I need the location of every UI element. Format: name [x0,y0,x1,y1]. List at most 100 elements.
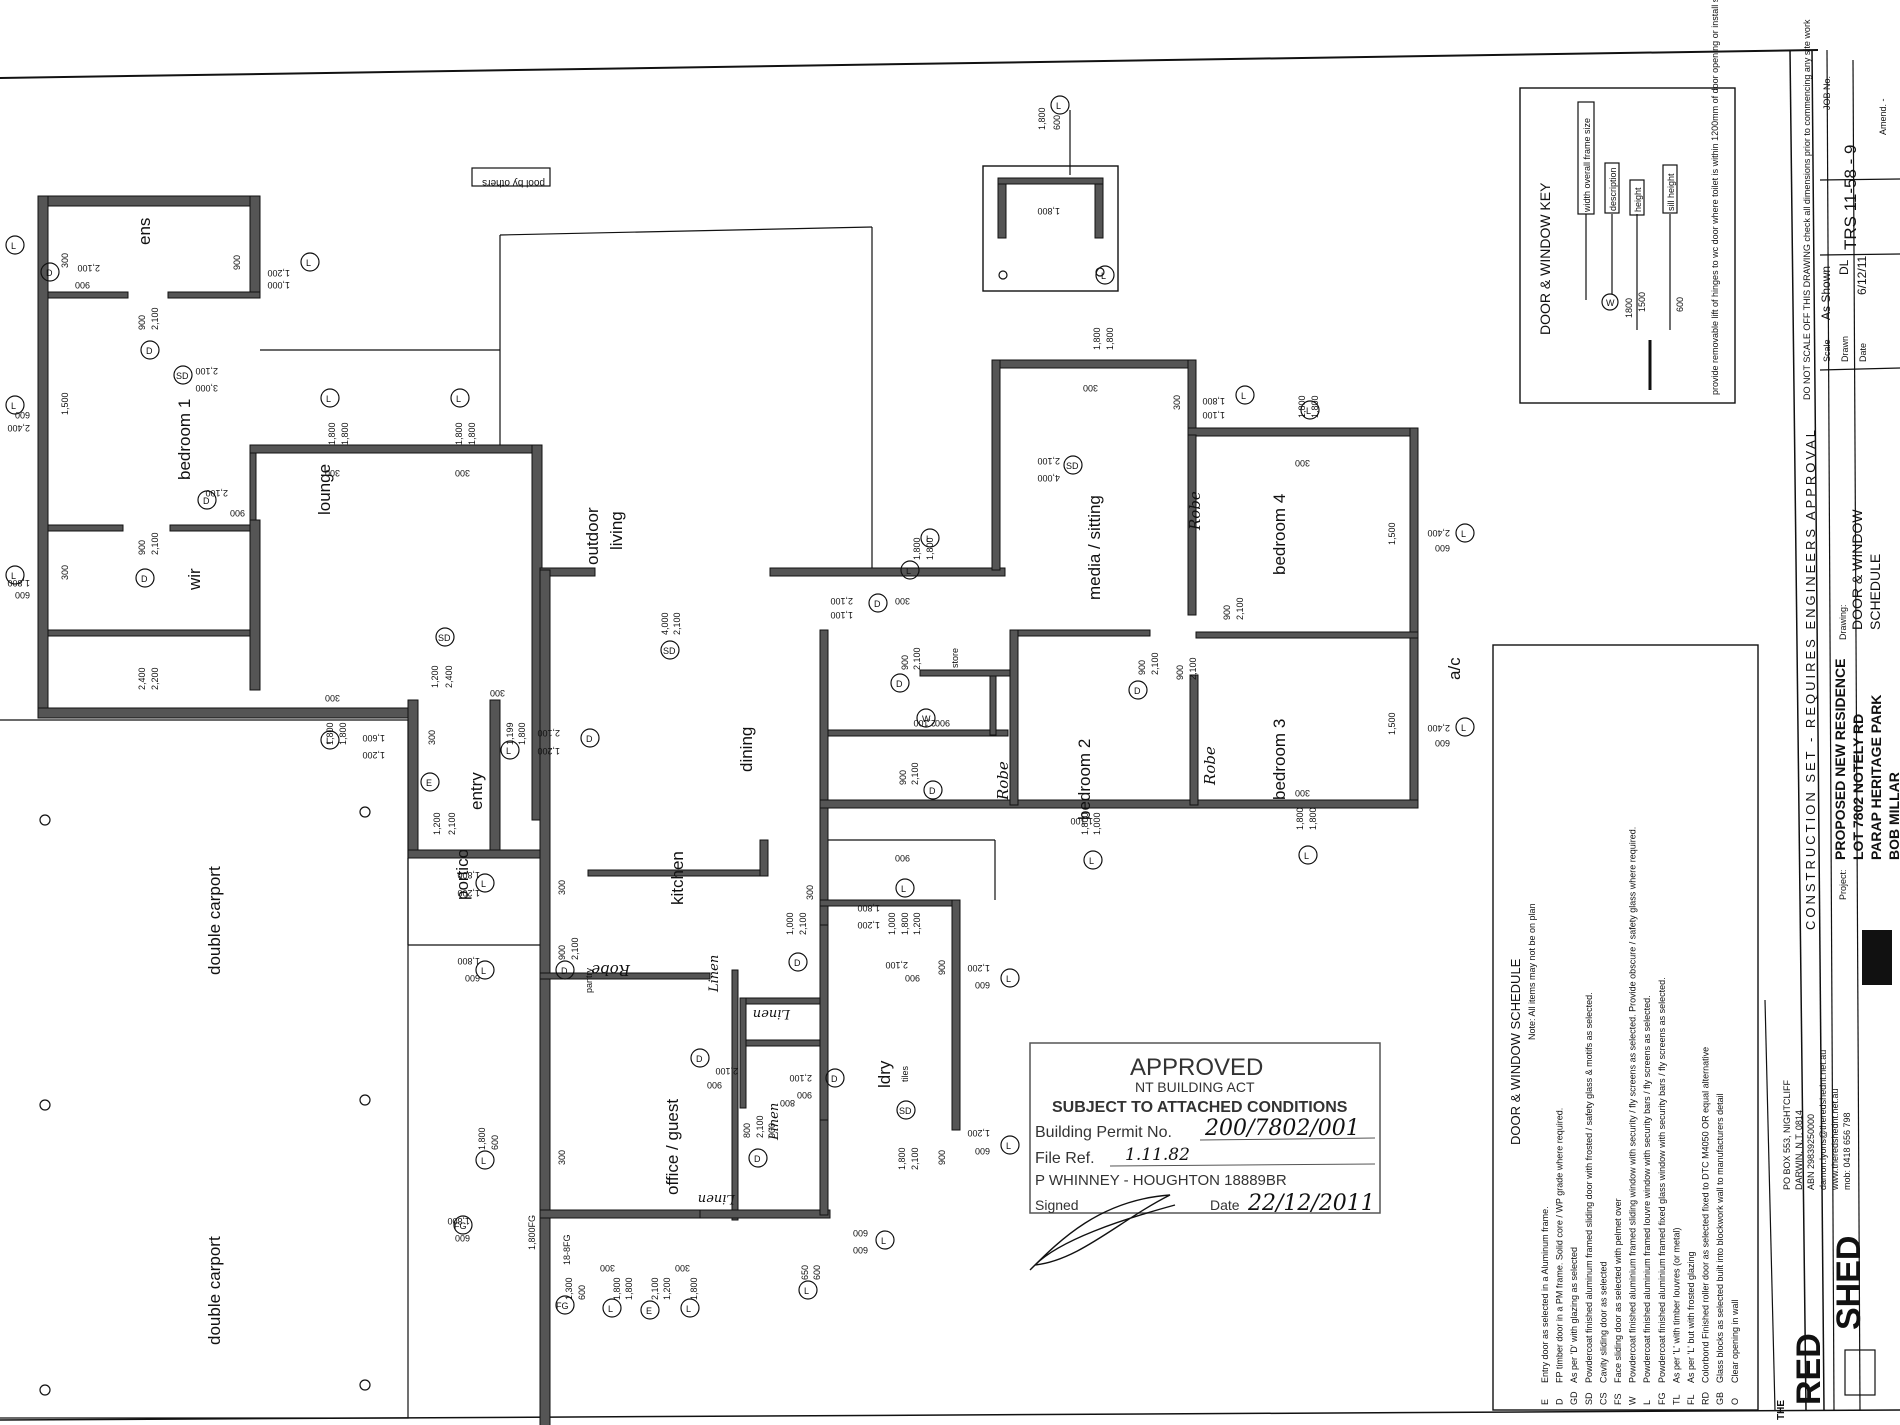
svg-text:600: 600 [975,1146,990,1156]
room-wir: wir [185,568,204,591]
svg-text:1,500: 1,500 [1387,712,1397,735]
door-window-key: DOOR & WINDOW KEY width overall frame si… [1519,0,1736,404]
tag-d-11: D [868,593,888,613]
svg-text:D: D [46,268,53,278]
svg-text:1,000: 1,000 [887,912,897,935]
svg-text:L: L [1101,271,1106,281]
tag-l-12: L [680,1298,700,1318]
room-outdoor: outdoor [583,507,602,565]
svg-text:L: L [11,241,16,251]
svg-text:600: 600 [853,1228,868,1238]
svg-text:300: 300 [325,693,340,703]
svg-text:L: L [686,1304,691,1314]
room-bedroom-4: bedroom 4 [1270,494,1289,575]
svg-text:3,000: 3,000 [195,383,218,393]
schedule-code-fl: FL [1686,1394,1696,1405]
tag-l-5: L [500,740,520,760]
tag-l-26: L [5,565,25,585]
svg-text:1,800: 1,800 [912,537,922,560]
room-bedroom-3: bedroom 3 [1270,719,1289,800]
tag-l-4: L [320,730,340,750]
room-media-sitting: media / sitting [1085,495,1104,600]
svg-text:SD: SD [1066,461,1079,471]
svg-text:SD: SD [899,1106,912,1116]
svg-text:2,400: 2,400 [1427,723,1450,733]
svg-text:2,100: 2,100 [672,612,682,635]
project-label: Project: [1838,869,1848,900]
tag-fg-1: FG [453,1215,473,1235]
schedule-text-tl: As per 'L' with timber louvres (or metal… [1671,1228,1681,1383]
svg-text:1,200: 1,200 [857,920,880,930]
svg-text:650: 650 [800,1265,810,1280]
tag-l-10: L [475,1150,495,1170]
handwritten-notes: Robe Robe Robe Robe Linen Linen Linen Li… [591,491,1219,1206]
svg-text:D: D [586,734,593,744]
svg-text:1,800: 1,800 [624,1277,634,1300]
svg-text:L: L [1006,1141,1011,1151]
opening-tags: L D D SD L L D D SD SD L E L D L L D D D… [5,95,1475,1320]
svg-text:2,100: 2,100 [1037,456,1060,466]
svg-text:1,800: 1,800 [447,1216,470,1226]
svg-text:W: W [922,714,931,724]
svg-text:1,000: 1,000 [1092,812,1102,835]
svg-text:300: 300 [600,1263,615,1273]
svg-text:600: 600 [577,1285,587,1300]
door-window-schedule: DOOR & WINDOW SCHEDULE Note: All items m… [1492,644,1759,1411]
schedule-text-fl: As per 'L' but with frosted glazing [1686,1251,1696,1383]
schedule-text-e: Entry door as selected in a Aluminum fra… [1540,1206,1550,1383]
svg-text:D: D [1134,686,1141,696]
room-office-guest: office / guest [663,1099,682,1195]
schedule-code-gd: GD [1569,1391,1579,1405]
approval-stamp: APPROVED NT BUILDING ACT SUBJECT TO ATTA… [1029,1042,1381,1271]
svg-text:4,000: 4,000 [1037,473,1060,483]
key-example-600: 600 [1675,297,1685,312]
company-red: RED [1790,1333,1828,1405]
tag-l-20: L [1235,385,1255,405]
svg-text:D: D [146,346,153,356]
svg-text:1,800: 1,800 [477,1127,487,1150]
svg-text:1,100: 1,100 [1070,816,1093,826]
tag-w-1: W [916,708,936,728]
svg-text:1,800: 1,800 [1080,812,1090,835]
svg-text:600: 600 [465,973,480,983]
svg-text:L: L [1304,851,1309,861]
do-not-scale-note: DO NOT SCALE OFF THIS DRAWING check all … [1802,19,1812,400]
svg-text:900: 900 [898,770,908,785]
schedule-title: DOOR & WINDOW SCHEDULE [1508,958,1523,1145]
svg-text:2,100: 2,100 [77,263,100,273]
key-example-tag: W [1606,298,1615,308]
svg-text:1,800: 1,800 [689,1277,699,1300]
svg-text:SD: SD [663,646,676,656]
svg-text:L: L [326,394,331,404]
svg-text:900: 900 [900,655,910,670]
svg-text:1,800: 1,800 [1202,396,1225,406]
tag-d-3: D [197,490,217,510]
svg-text:18-8FG: 18-8FG [562,1234,572,1265]
svg-text:L: L [481,966,486,976]
tag-l-14: L [875,1230,895,1250]
room-entry: entry [467,772,486,810]
scale-value: As Shown [1819,266,1833,320]
svg-text:2,100: 2,100 [1235,597,1245,620]
tag-e-1: E [420,772,440,792]
svg-text:600: 600 [812,1265,822,1280]
tag-d-10: D [748,1148,768,1168]
schedule-code-o: O [1730,1398,1740,1405]
project-line-1: PROPOSED NEW RESIDENCE [1832,659,1848,860]
svg-text:1,800: 1,800 [1308,807,1318,830]
svg-text:900: 900 [137,540,147,555]
signature-scribble [1029,1194,1176,1271]
tag-l-24: L [1298,845,1318,865]
svg-text:300: 300 [60,253,70,268]
svg-text:2,100: 2,100 [537,728,560,738]
svg-text:1,800: 1,800 [340,422,350,445]
svg-text:2,100: 2,100 [650,1277,660,1300]
svg-text:2,100: 2,100 [205,488,228,498]
date-label: Date [1858,343,1868,362]
svg-text:1,800: 1,800 [1092,327,1102,350]
svg-text:2,100: 2,100 [912,647,922,670]
svg-text:900: 900 [937,1150,947,1165]
carport-outline [0,719,409,1419]
svg-text:1,200: 1,200 [537,746,560,756]
tag-sd-2: SD [435,627,455,647]
